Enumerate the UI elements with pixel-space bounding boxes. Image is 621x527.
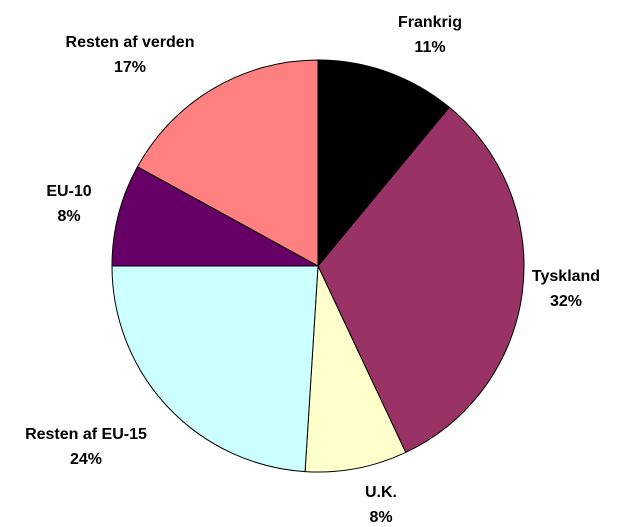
data-label-resten-af-verden-name: Resten af verden (66, 34, 195, 51)
data-label-u-k-percent: 8% (369, 509, 392, 522)
data-label-eu-10-name: EU-10 (46, 183, 91, 200)
data-label-u-k-name: U.K. (365, 484, 397, 501)
data-label-eu-10-percent: 8% (57, 208, 80, 225)
pie-slice-frankrig (317, 59, 451, 268)
data-label-tyskland-name: Tyskland (532, 268, 600, 285)
pie-slice-resten-af-eu-15 (111, 265, 319, 473)
data-label-frankrig-percent: 11% (414, 39, 445, 56)
pie-slice-resten-af-verden (136, 59, 319, 267)
data-label-resten-af-eu-15-name: Resten af EU-15 (25, 426, 147, 443)
pie-labels: Frankrig 11% Tyskland 32% U.K. 8% Resten af EU… (25, 14, 600, 526)
pie-slice-eu-10 (111, 166, 319, 267)
data-label-resten-af-eu-15-percent: 24% (70, 451, 102, 468)
pie-slices (111, 59, 525, 473)
data-label-resten-af-verden-percent: 17% (114, 59, 146, 76)
data-label-frankrig-name: Frankrig (398, 14, 462, 31)
pie-slice-tyskland (317, 106, 525, 454)
data-label-tyskland-percent: 32% (550, 293, 582, 310)
pie-slice-u-k (304, 265, 407, 473)
